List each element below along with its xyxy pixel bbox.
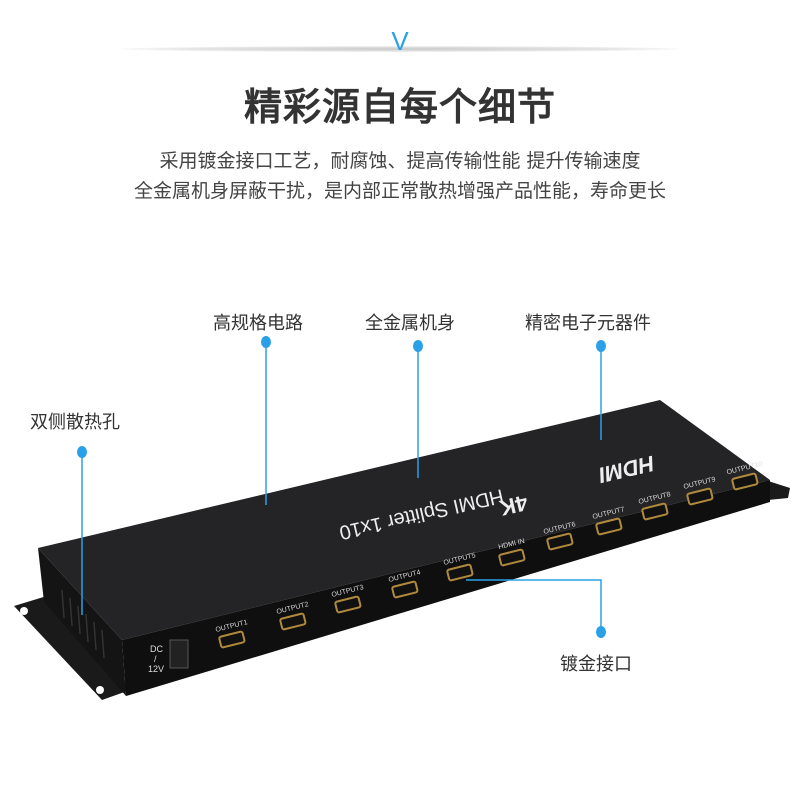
hdmi-port: [498, 548, 526, 567]
mount-hole: [96, 686, 104, 694]
callout-lines: [81, 342, 602, 632]
mount-flange-left: [14, 592, 130, 700]
hdmi-port: [391, 580, 419, 599]
hdmi-port: [334, 595, 362, 614]
power-label-slash: /: [154, 654, 157, 664]
hdmi-port: [595, 517, 623, 536]
hdmi-port: [279, 612, 307, 631]
callout-circuit: 高规格电路: [213, 313, 303, 334]
vent-slots: [61, 589, 105, 659]
top-face: [38, 400, 770, 640]
front-face: [122, 480, 770, 696]
hdmi-port: [446, 563, 474, 582]
callout-vents: 双侧散热孔: [30, 412, 120, 433]
callout-gold-ports: 镀金接口: [560, 654, 632, 675]
subtitle-line-1: 采用镀金接口工艺，耐腐蚀、提高传输性能 提升传输速度: [159, 150, 641, 172]
side-face: [38, 548, 126, 696]
hdmi-port: [218, 630, 246, 649]
hdmi-port: [641, 502, 669, 521]
callout-components: 精密电子元器件: [525, 313, 651, 334]
power-label-12v: 12V: [148, 664, 164, 674]
hdmi-port: [731, 472, 759, 491]
page-title: 精彩源自每个细节: [243, 85, 556, 129]
mount-hole: [20, 607, 28, 615]
hdmi-port: [686, 487, 714, 506]
dc-jack: [169, 639, 189, 669]
callout-dots: [77, 336, 606, 638]
power-label-dc: DC: [150, 644, 163, 654]
hdmi-port: [546, 532, 574, 551]
resolution-text: 4K: [497, 490, 530, 521]
callout-metal-body: 全金属机身: [365, 313, 455, 334]
chevron-down-icon: V: [391, 26, 409, 56]
subtitle-line-2: 全金属机身屏蔽干扰，是内部正常散热增强产品性能，寿命更长: [133, 180, 666, 202]
mount-flange-right: [765, 480, 790, 500]
header-divider: [120, 46, 680, 52]
